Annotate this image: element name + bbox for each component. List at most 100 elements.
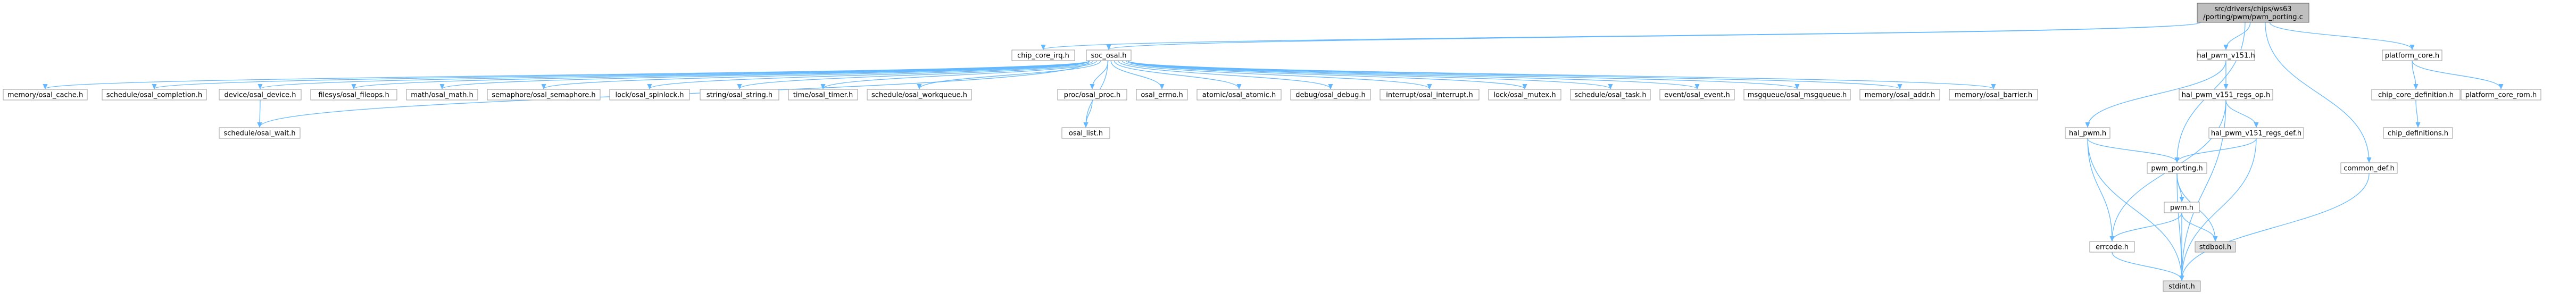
node-label: lock/osal_spinlock.h (616, 91, 684, 99)
graph-node-root[interactable]: src/drivers/chips/ws63/porting/pwm/pwm_p… (2197, 3, 2309, 23)
node-label: stdbool.h (2199, 244, 2231, 252)
edge-soc-osal-to-event-osal-event (1127, 60, 1697, 89)
node-box (1136, 89, 1188, 101)
node-box (102, 89, 207, 101)
node-label: /porting/pwm/pwm_porting.c (2203, 13, 2303, 21)
graph-node-semaphore-osal-semaphore[interactable]: semaphore/osal_semaphore.h (487, 89, 601, 101)
edge-soc-osal-to-schedule-osal-workqueue (919, 60, 1101, 89)
node-label: schedule/osal_completion.h (106, 91, 202, 99)
node-box (2179, 89, 2273, 101)
edge-soc-osal-to-lock-osal-spinlock (650, 60, 1090, 89)
graph-node-math-osal-math[interactable]: math/osal_math.h (406, 89, 478, 101)
graph-node-platform-core[interactable]: platform_core.h (2382, 49, 2442, 61)
graph-node-chip-core-definition[interactable]: chip_core_definition.h (2371, 89, 2461, 101)
graph-node-hal-pwm[interactable]: hal_pwm.h (2065, 127, 2110, 139)
node-box (2382, 49, 2442, 61)
graph-node-time-osal-timer[interactable]: time/osal_timer.h (788, 89, 858, 101)
graph-node-schedule-osal-task[interactable]: schedule/osal_task.h (1570, 89, 1651, 101)
edge-common-def-to-stdint (2182, 173, 2370, 280)
edge-soc-osal-to-schedule-osal-task (1127, 60, 1610, 89)
node-label: interrupt/osal_interrupt.h (1386, 91, 1473, 99)
edge-soc-osal-to-debug-osal-debug (1117, 60, 1331, 89)
node-label: pwm_porting.h (2151, 165, 2203, 173)
node-label: schedule/osal_workqueue.h (871, 91, 967, 99)
edge-root-to-platform-core (2269, 22, 2412, 49)
node-label: time/osal_timer.h (793, 91, 853, 99)
node-label: lock/osal_mutex.h (1493, 91, 1556, 99)
node-label: errcode.h (2096, 244, 2129, 252)
node-box (2065, 127, 2110, 139)
node-label: osal_list.h (1069, 130, 1103, 138)
node-label: semaphore/osal_semaphore.h (492, 91, 595, 99)
node-label: filesys/osal_fileops.h (318, 91, 389, 99)
node-box (788, 89, 858, 101)
graph-node-pwm-porting[interactable]: pwm_porting.h (2147, 162, 2207, 174)
graph-node-filesys-osal-fileops[interactable]: filesys/osal_fileops.h (310, 89, 397, 101)
graph-node-event-osal-event[interactable]: event/osal_event.h (1659, 89, 1735, 101)
edge-soc-osal-to-osal-errno (1110, 60, 1162, 89)
node-layer: src/drivers/chips/ws63/porting/pwm/pwm_p… (3, 3, 2541, 292)
node-box (867, 89, 972, 101)
graph-node-msgqueue-osal-msgqueue[interactable]: msgqueue/osal_msgqueue.h (1743, 89, 1851, 101)
edge-soc-osal-to-atomic-osal-atomic (1114, 60, 1239, 89)
graph-node-memory-osal-barrier[interactable]: memory/osal_barrier.h (1949, 89, 2038, 101)
graph-node-stdint[interactable]: stdint.h (2163, 280, 2201, 292)
node-label: pwm.h (2170, 204, 2193, 212)
graph-node-stdbool[interactable]: stdbool.h (2195, 241, 2236, 253)
edge-soc-osal-to-string-osal-string (739, 60, 1094, 89)
graph-node-hal-pwm-v151-regs-def[interactable]: hal_pwm_v151_regs_def.h (2208, 127, 2304, 139)
node-box (1859, 89, 1940, 101)
node-box (2197, 49, 2255, 61)
graph-node-device-osal-device[interactable]: device/osal_device.h (219, 89, 302, 101)
node-label: memory/osal_barrier.h (1955, 91, 2032, 99)
edge-platform-core-to-platform-core-rom (2412, 60, 2501, 89)
edge-layer (45, 22, 2501, 280)
graph-node-schedule-osal-workqueue[interactable]: schedule/osal_workqueue.h (867, 89, 972, 101)
graph-node-lock-osal-spinlock[interactable]: lock/osal_spinlock.h (609, 89, 690, 101)
node-label: atomic/osal_atomic.h (1202, 91, 1276, 99)
node-box (2195, 241, 2236, 253)
edge-errcode-to-stdint (2112, 252, 2182, 280)
graph-node-errcode[interactable]: errcode.h (2089, 241, 2135, 253)
node-box (2147, 162, 2207, 174)
graph-node-interrupt-osal-interrupt[interactable]: interrupt/osal_interrupt.h (1380, 89, 1480, 101)
node-box (1488, 89, 1561, 101)
node-label: schedule/osal_wait.h (223, 130, 295, 138)
edge-soc-osal-to-interrupt-osal-interrupt (1121, 60, 1430, 89)
edge-soc-osal-to-memory-osal-barrier (1127, 60, 1993, 89)
graph-node-debug-osal-debug[interactable]: debug/osal_debug.h (1290, 89, 1371, 101)
graph-node-hal-pwm-v151-regs-op[interactable]: hal_pwm_v151_regs_op.h (2179, 89, 2273, 101)
edge-soc-osal-to-lock-osal-mutex (1126, 60, 1525, 89)
graph-node-pwm[interactable]: pwm.h (2164, 202, 2200, 213)
graph-node-atomic-osal-atomic[interactable]: atomic/osal_atomic.h (1196, 89, 1282, 101)
graph-node-memory-osal-cache[interactable]: memory/osal_cache.h (3, 89, 88, 101)
node-box (2340, 162, 2398, 174)
graph-node-soc-osal[interactable]: soc_osal.h (1086, 49, 1132, 61)
graph-node-osal-errno[interactable]: osal_errno.h (1136, 89, 1188, 101)
node-box (219, 89, 302, 101)
node-label: stdint.h (2168, 283, 2195, 291)
edge-chip-core-definition-to-chip-definitions (2416, 99, 2418, 127)
graph-node-proc-osal-proc[interactable]: proc/osal_proc.h (1057, 89, 1127, 101)
node-box (2164, 202, 2200, 213)
graph-node-lock-osal-mutex[interactable]: lock/osal_mutex.h (1488, 89, 1561, 101)
graph-node-platform-core-rom[interactable]: platform_core_rom.h (2461, 89, 2541, 101)
graph-node-chip-definitions[interactable]: chip_definitions.h (2383, 127, 2453, 139)
node-box (2371, 89, 2461, 101)
node-box (2208, 127, 2304, 139)
edge-root-to-hal-pwm-v151 (2226, 22, 2251, 49)
node-label: math/osal_math.h (411, 91, 473, 99)
graph-node-schedule-osal-wait[interactable]: schedule/osal_wait.h (219, 127, 301, 139)
graph-node-osal-list[interactable]: osal_list.h (1061, 127, 1110, 139)
graph-node-hal-pwm-v151[interactable]: hal_pwm_v151.h (2197, 49, 2255, 61)
graph-node-memory-osal-addr[interactable]: memory/osal_addr.h (1859, 89, 1940, 101)
graph-node-schedule-osal-completion[interactable]: schedule/osal_completion.h (102, 89, 207, 101)
graph-node-chip-core-irq[interactable]: chip_core_irq.h (1011, 49, 1075, 61)
node-box (1196, 89, 1282, 101)
graph-node-common-def[interactable]: common_def.h (2340, 162, 2398, 174)
graph-node-string-osal-string[interactable]: string/osal_string.h (700, 89, 779, 101)
node-box (2461, 89, 2541, 101)
node-label: hal_pwm_v151.h (2197, 52, 2255, 60)
node-box (2383, 127, 2453, 139)
node-box (2089, 241, 2135, 253)
